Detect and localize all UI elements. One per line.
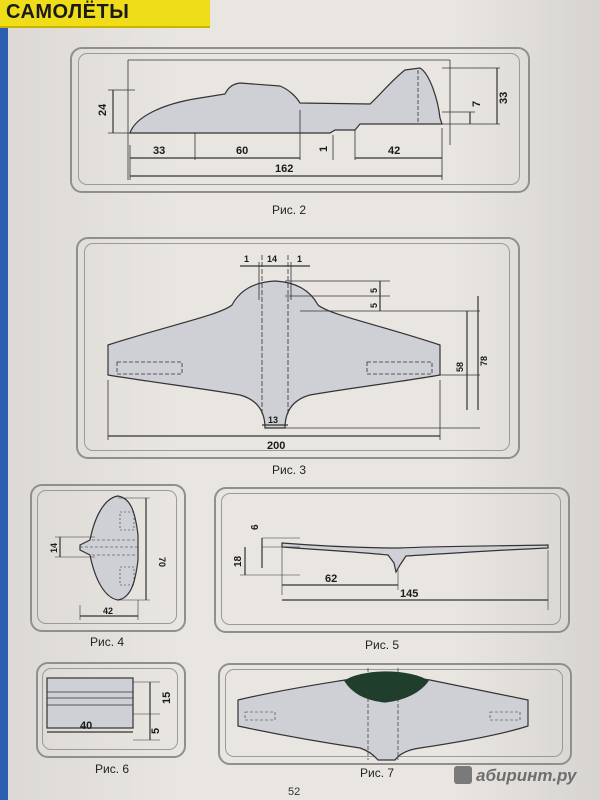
fig5-frame (214, 487, 570, 633)
fig2-dim-height: 24 (97, 103, 109, 116)
section-header-bar: САМОЛЁТЫ (0, 0, 210, 28)
fig2-dim-tail: 42 (388, 145, 400, 157)
fig4-frame (30, 484, 186, 632)
fig5-caption: Рис. 5 (365, 638, 400, 652)
fig6-dim-offset: 5 (150, 728, 162, 734)
fig5-dim-thickness: 6 (250, 524, 261, 530)
fig2-fuselage-outline (129, 67, 443, 134)
fig3-dim-total-chord: 78 (479, 356, 489, 366)
fig2-dim-tail-height: 33 (498, 92, 510, 104)
fig5-dim-span: 145 (400, 588, 418, 600)
fig6-dim-length: 40 (80, 720, 92, 732)
fig3-dim-tail: 13 (268, 415, 278, 425)
fig2-dim-gap: 1 (318, 146, 330, 152)
fig2-inner-frame (78, 53, 520, 185)
section-title: САМОЛЁТЫ (6, 1, 130, 23)
fig4-dim-root: 14 (49, 543, 59, 553)
fig7-caption: Рис. 7 (360, 766, 395, 780)
fig7-canopy (344, 671, 429, 703)
fig6-part (46, 677, 134, 729)
fig3-dim-canopy-b: 5 (369, 303, 379, 308)
fig6-frame (36, 662, 186, 758)
fig2-dim-nose: 33 (153, 145, 165, 157)
page-edge (0, 0, 8, 800)
fig3-dim-canopy-a: 5 (369, 288, 379, 293)
fig6-dim-height: 15 (161, 692, 173, 704)
fig2-dim-tail-offset: 7 (471, 101, 483, 107)
fig3-caption: Рис. 3 (272, 463, 307, 477)
fig5-inner-frame (221, 493, 561, 625)
fig3-frame (76, 237, 520, 459)
fig6-inner-frame (42, 668, 178, 750)
fig4-stabilizer-outline (79, 495, 139, 601)
fig3-dim-chord: 58 (455, 362, 465, 372)
fig2-dim-mid: 60 (236, 145, 248, 157)
fig6-caption: Рис. 6 (95, 762, 130, 776)
fig3-dim-left-gap: 1 (244, 254, 249, 264)
fig2-caption: Рис. 2 (272, 203, 307, 217)
fig4-dim-span: 70 (157, 557, 167, 567)
fig2-frame (70, 47, 530, 193)
fig2-dim-length: 162 (275, 163, 293, 175)
watermark-logo-icon (454, 766, 472, 784)
fig4-caption: Рис. 4 (90, 635, 125, 649)
fig4-inner-frame (37, 490, 177, 624)
fig4-dim-width: 42 (103, 606, 113, 616)
fig5-dim-height: 18 (233, 555, 244, 567)
fig7-frame (218, 663, 572, 765)
watermark: абиринт.ру (476, 766, 577, 785)
fig3-wing-outline (107, 280, 441, 429)
fig3-dim-fuselage: 14 (267, 254, 277, 264)
page-number: 52 (288, 786, 301, 798)
fig5-dim-center: 62 (325, 573, 337, 585)
fig5-wing-profile (281, 542, 549, 574)
fig3-inner-frame (84, 243, 510, 451)
fig3-dim-span: 200 (267, 440, 285, 452)
fig3-dim-right-gap: 1 (297, 254, 302, 264)
